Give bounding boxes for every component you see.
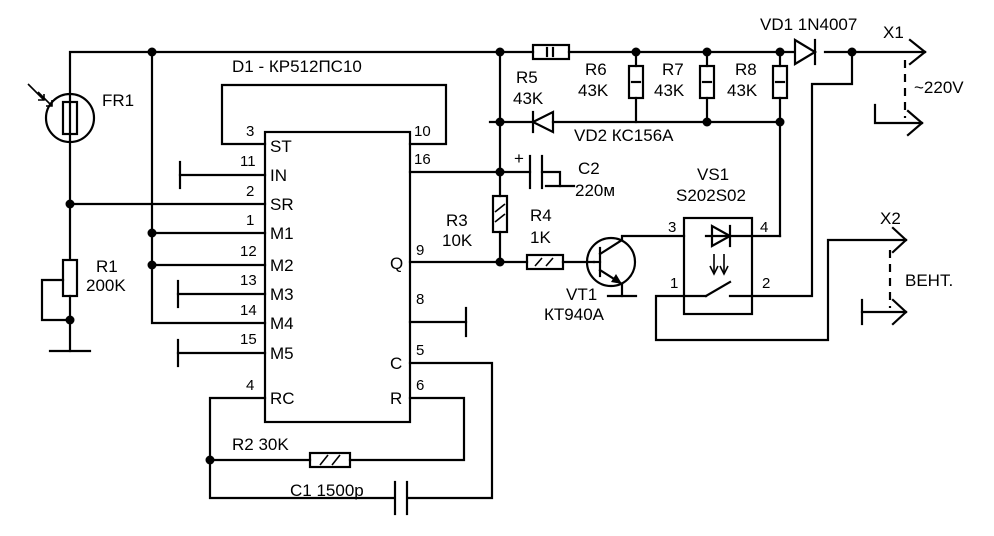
pin-9-num: 9 <box>416 242 424 259</box>
junctions <box>65 47 857 465</box>
pin-m4-name: M4 <box>270 314 294 333</box>
r1-value: 200K <box>86 276 126 295</box>
pin-m1-name: M1 <box>270 224 294 243</box>
resistor-r5: R5 43K <box>513 43 571 108</box>
resistor-r4: R4 1K <box>525 206 596 271</box>
zener-vd2: VD2 КС156А <box>488 110 782 145</box>
pin-14-num: 14 <box>240 302 257 319</box>
vs1-pin4: 4 <box>760 219 768 236</box>
trim-resistor-r1: R1 200K <box>40 257 126 353</box>
pin-6-num: 6 <box>416 377 424 394</box>
r5-label: R5 <box>516 68 538 87</box>
pin-5-num: 5 <box>416 342 424 359</box>
pin-m5-name: M5 <box>270 344 294 363</box>
c2-plus: + <box>514 149 524 168</box>
x2-load-label: ВЕНТ. <box>905 271 953 290</box>
pin-15-num: 15 <box>240 331 257 348</box>
vt1-value: КТ940А <box>544 305 605 324</box>
vs1-pin3: 3 <box>668 219 676 236</box>
ic-d1: D1 - КР512ПС10 R2 30K C1 1500p 3 11 2 1 … <box>208 57 529 516</box>
r1-label: R1 <box>96 257 118 276</box>
r6-label: R6 <box>585 60 607 79</box>
c2-value: 220м <box>575 181 615 200</box>
vs1-value: S202S02 <box>676 186 746 205</box>
vs1-label: VS1 <box>697 165 729 184</box>
pin-q-name: Q <box>390 254 403 273</box>
x2-label: X2 <box>880 209 901 228</box>
pin-1-num: 1 <box>246 212 254 229</box>
x1-label: X1 <box>883 23 904 42</box>
r6-value: 43K <box>578 81 609 100</box>
ic-title: D1 - КР512ПС10 <box>232 57 362 76</box>
top-rail <box>68 38 927 142</box>
pin-16-num: 16 <box>414 151 431 168</box>
vd2-label: VD2 КС156А <box>574 126 674 145</box>
r7-label: R7 <box>662 60 684 79</box>
r3-value: 10K <box>442 231 473 250</box>
pin-r-name: R <box>390 389 402 408</box>
r4-value: 1K <box>530 228 551 247</box>
photoresistor-fr1: FR1 <box>27 83 134 144</box>
pin-8-num: 8 <box>416 291 424 308</box>
r2-label: R2 30K <box>232 435 289 454</box>
vt1-label: VT1 <box>566 285 597 304</box>
supply-node: R3 10K + C2 220м <box>442 50 615 264</box>
connector-x1: X1 ~220V <box>873 23 964 137</box>
vs1-pin2: 2 <box>762 275 770 292</box>
pin-m2-name: M2 <box>270 256 294 275</box>
r5-value: 43K <box>513 89 544 108</box>
line-vs1-to-x2 <box>654 238 908 342</box>
resistor-bank: R6 43K R7 43K R8 43K <box>578 50 789 238</box>
vs1-pin1: 1 <box>670 275 678 292</box>
transistor-vt1: VT1 КТ940А <box>544 234 686 324</box>
pin-2-num: 2 <box>246 183 254 200</box>
r8-value: 43K <box>727 81 758 100</box>
pin-3-num: 3 <box>246 123 254 140</box>
pin-st-name: ST <box>270 137 292 156</box>
c2-label: C2 <box>578 159 600 178</box>
x1-voltage-label: ~220V <box>914 78 964 97</box>
pin-in-name: IN <box>270 166 287 185</box>
pin-11-num: 11 <box>240 153 256 170</box>
c1-label: C1 1500p <box>290 481 364 500</box>
pin-rc-name: RC <box>270 389 295 408</box>
left-bus <box>68 50 267 368</box>
line-to-vs1-pin2 <box>750 50 854 298</box>
r3-label: R3 <box>446 211 468 230</box>
pin-10-num: 10 <box>414 123 431 140</box>
diode-vd1: VD1 1N4007 <box>760 15 857 66</box>
pin-m3-name: M3 <box>270 285 294 304</box>
pin-12-num: 12 <box>240 243 257 260</box>
optotriac-vs1: VS1 S202S02 3 4 1 2 <box>668 165 782 316</box>
r4-label: R4 <box>530 206 552 225</box>
connector-x2: X2 ВЕНТ. <box>860 209 953 326</box>
pin-4-num: 4 <box>246 377 254 394</box>
r8-label: R8 <box>735 60 757 79</box>
r7-value: 43K <box>654 81 685 100</box>
vd1-label: VD1 1N4007 <box>760 15 857 34</box>
pin-sr-name: SR <box>270 195 294 214</box>
pin-c-name: C <box>390 354 402 373</box>
pin-13-num: 13 <box>240 272 257 289</box>
fr1-label: FR1 <box>102 91 134 110</box>
